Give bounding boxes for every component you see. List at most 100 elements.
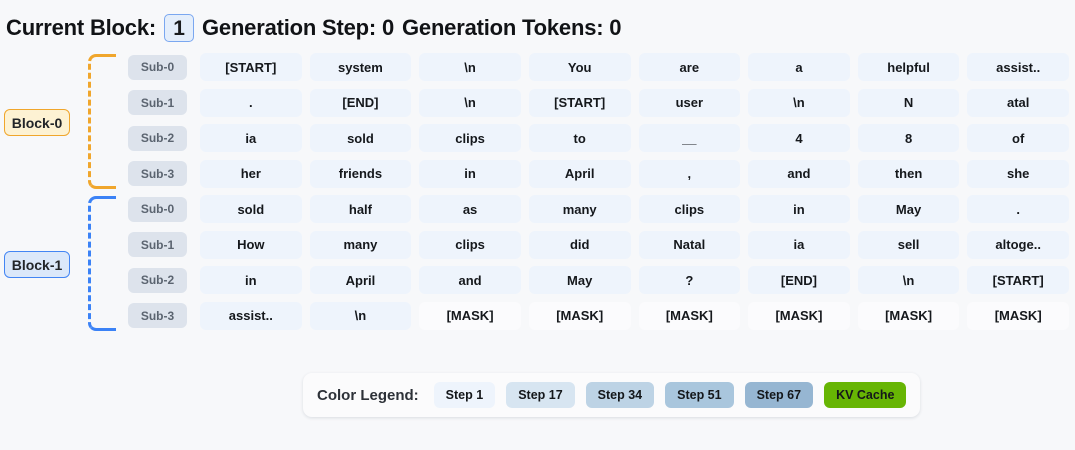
token-cell[interactable]: ? — [638, 266, 741, 294]
sub-row-label-sub-3[interactable]: Sub-3 — [128, 303, 187, 328]
token-cell[interactable]: [START] — [967, 266, 1069, 294]
token-cell[interactable]: N — [857, 88, 960, 117]
token-cell[interactable]: \n — [419, 88, 521, 117]
legend-swatch-step-17[interactable]: Step 17 — [506, 382, 575, 408]
token-cell[interactable]: [START] — [528, 88, 631, 117]
token-cell[interactable]: altoge.. — [967, 230, 1069, 259]
token-cell-mask[interactable]: [MASK] — [528, 301, 631, 330]
token-cell-mask[interactable]: [MASK] — [419, 301, 521, 330]
token-cell[interactable]: sold — [309, 124, 412, 152]
token-cell[interactable]: assist.. — [967, 53, 1069, 81]
sub-row-label-sub-1[interactable]: Sub-1 — [128, 90, 187, 115]
token-cell[interactable]: as — [419, 195, 521, 223]
sub-row-label-sub-2[interactable]: Sub-2 — [128, 267, 187, 293]
sub-row-label-sub-1[interactable]: Sub-1 — [128, 232, 187, 257]
token-cell[interactable]: April — [528, 159, 631, 188]
token-cell[interactable]: user — [638, 88, 741, 117]
token-cell[interactable]: [END] — [748, 266, 850, 294]
token-cell[interactable]: ia — [748, 230, 850, 259]
token-cell[interactable]: . — [200, 88, 302, 117]
token-cell[interactable]: __ — [638, 124, 741, 152]
legend-swatch-step-34[interactable]: Step 34 — [585, 382, 655, 408]
sub-row-label-sub-2[interactable]: Sub-2 — [128, 125, 187, 151]
token-cell[interactable]: clips — [419, 230, 521, 259]
block-bracket-block-0 — [88, 54, 116, 189]
token-cell[interactable]: in — [748, 195, 850, 223]
token-cell[interactable]: in — [419, 159, 521, 188]
sub-row-label-sub-0[interactable]: Sub-0 — [128, 196, 187, 222]
token-cell-mask[interactable]: [MASK] — [638, 301, 741, 330]
legend-swatch-step-51[interactable]: Step 51 — [665, 382, 734, 408]
token-cell[interactable]: \n — [309, 301, 412, 330]
token-cell[interactable]: \n — [857, 266, 960, 294]
token-cell[interactable]: \n — [748, 88, 850, 117]
token-cell[interactable]: Natal — [638, 230, 741, 259]
token-cell[interactable]: in — [200, 266, 302, 294]
token-cell[interactable]: to — [528, 124, 631, 152]
page-header: Current Block: 1 Generation Step: 0 Gene… — [0, 0, 1075, 42]
token-cell-mask[interactable]: [MASK] — [857, 301, 960, 330]
token-cell[interactable]: a — [748, 53, 850, 81]
token-cell[interactable]: atal — [967, 88, 1069, 117]
token-cell[interactable]: and — [748, 159, 850, 188]
token-cell[interactable]: and — [419, 266, 521, 294]
token-cell[interactable]: then — [857, 159, 960, 188]
current-block-value-badge: 1 — [164, 14, 194, 42]
token-cell[interactable]: system — [309, 53, 412, 81]
token-cell[interactable]: are — [638, 53, 741, 81]
token-cell[interactable]: clips — [638, 195, 741, 223]
sub-row-label-sub-0[interactable]: Sub-0 — [128, 54, 187, 80]
generation-tokens-label: Generation Tokens: 0 — [402, 15, 622, 40]
token-cell[interactable]: many — [309, 230, 412, 259]
sub-row-label-sub-3[interactable]: Sub-3 — [128, 161, 187, 186]
token-cell[interactable]: her — [200, 159, 302, 188]
token-cell[interactable]: 4 — [748, 124, 850, 152]
generation-step-label: Generation Step: 0 — [202, 15, 394, 40]
token-cell[interactable]: sold — [200, 195, 302, 223]
token-cell[interactable]: You — [528, 53, 631, 81]
current-block-label: Current Block: — [6, 15, 156, 40]
token-cell[interactable]: sell — [857, 230, 960, 259]
token-cell[interactable]: 8 — [857, 124, 960, 152]
token-cell[interactable]: clips — [419, 124, 521, 152]
token-cell[interactable]: half — [309, 195, 412, 223]
token-cell[interactable]: friends — [309, 159, 412, 188]
block-bracket-block-1 — [88, 196, 116, 331]
legend-swatch-step-67[interactable]: Step 67 — [744, 382, 814, 408]
token-cell[interactable]: How — [200, 230, 302, 259]
token-cell[interactable]: . — [967, 195, 1069, 223]
block-label-block-0[interactable]: Block-0 — [4, 109, 70, 136]
token-cell[interactable]: of — [967, 124, 1069, 152]
token-cell[interactable]: did — [528, 230, 631, 259]
token-cell[interactable]: , — [638, 159, 741, 188]
token-cell[interactable]: [END] — [309, 88, 412, 117]
token-cell-mask[interactable]: [MASK] — [748, 301, 850, 330]
token-cell-group: assist..\n[MASK][MASK][MASK][MASK][MASK]… — [200, 301, 1069, 330]
token-cell[interactable]: helpful — [857, 53, 960, 81]
token-cell[interactable]: \n — [419, 53, 521, 81]
token-cell-mask[interactable]: [MASK] — [967, 301, 1069, 330]
token-cell[interactable]: she — [967, 159, 1069, 188]
block-label-block-1[interactable]: Block-1 — [4, 251, 70, 278]
token-cell[interactable]: many — [528, 195, 631, 223]
token-cell[interactable]: ia — [200, 124, 302, 152]
legend-swatch-step-1[interactable]: Step 1 — [433, 382, 496, 408]
color-legend: Color Legend: Step 1 Step 17 Step 34 Step 5… — [303, 373, 921, 417]
token-cell[interactable]: assist.. — [200, 301, 302, 330]
token-cell[interactable]: May — [857, 195, 960, 223]
legend-swatch-kv-cache[interactable]: KV Cache — [824, 382, 907, 408]
color-legend-title: Color Legend: — [317, 386, 419, 404]
token-cell[interactable]: April — [309, 266, 412, 294]
token-cell[interactable]: May — [528, 266, 631, 294]
token-cell[interactable]: [START] — [200, 53, 302, 81]
